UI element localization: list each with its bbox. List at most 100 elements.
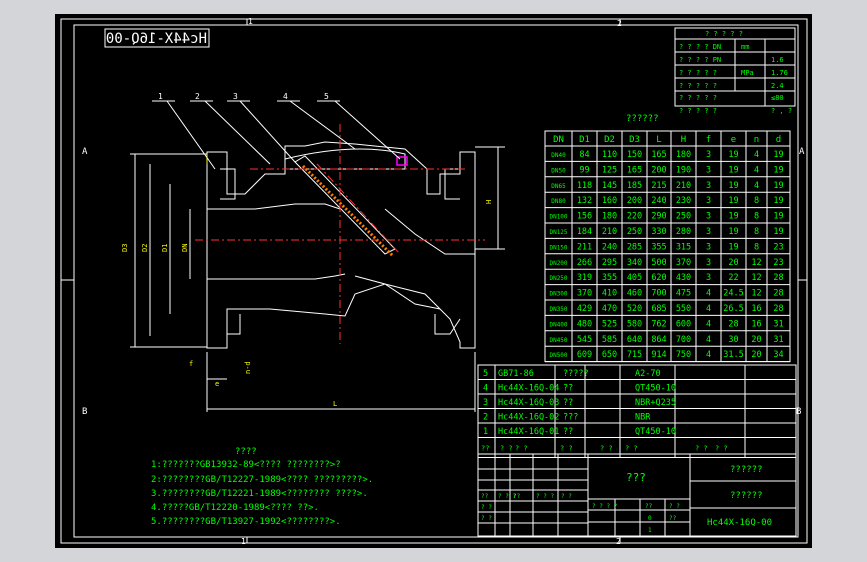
spec-row-4-label: ? ? ? ? ? [679,82,717,90]
dim-table-cell-10-7: 26.5 [723,304,743,314]
dim-e: e [215,380,219,388]
bom-cell-4-2: ?? [563,427,573,437]
dim-table-cell-7-7: 20 [728,258,738,268]
zone-left-b: B [82,407,87,417]
bom-header-7: ? ? [715,445,728,453]
technical-notes: ???? 1:???????GB13932-89<???? ????????>?… [151,447,373,527]
cad-viewport[interactable]: 1 2 1 2 A B A B Hc44X-16Q-00 [55,14,812,548]
dim-table-cell-8-5: 430 [676,273,691,283]
bom-cell-1-3: QT450-10 [635,384,676,394]
dim-table-cell-13-2: 650 [602,350,617,360]
dim-table-cell-9-9: 28 [773,289,783,299]
valve-lower-flange-outlet [434,314,461,335]
centerlines [195,124,485,344]
bom-cell-2-2: ?? [563,398,573,408]
spec-row-2-value: 1.6 [771,56,784,64]
dim-table-cell-11-4: 762 [651,319,666,329]
dim-table-cell-6-2: 240 [602,242,617,252]
zone-bottom-1: 1 [241,537,246,546]
dim-table-cell-1-9: 19 [773,165,783,175]
tb-label-5: ? ? ? [498,493,516,500]
dim-table-cell-6-9: 23 [773,242,783,252]
dim-table-cell-10-4: 685 [651,304,666,314]
dim-table-cell-10-3: 520 [627,304,642,314]
spec-row-5-value: ≤80 [771,94,784,102]
dim-table-cell-11-0: DN400 [549,321,567,328]
dim-table-cell-4-6: 3 [706,212,711,222]
dim-table-cell-8-1: 319 [577,273,592,283]
tb-label-8: ? ? [561,493,572,500]
dim-table-header-0: DN [553,135,564,145]
spec-table: ? ? ? ? ? ? ? ? ? DN mm ? ? ? ? PN 1.6 ?… [674,27,796,115]
note-2: 2:????????GB/T12227-1989<???? ?????????>… [151,475,373,485]
dim-table-cell-3-4: 240 [651,196,666,206]
tb-value-1: 0 [648,515,652,522]
balloon-5: 5 [324,92,329,101]
tb-label-1: ? ? ? ? [592,503,618,510]
dim-table-cell-13-7: 31.5 [723,350,743,360]
bom-cell-0-3: A2-70 [635,369,661,379]
spec-row-3-label: ? ? ? ? ? [679,69,717,77]
bom-cell-3-3: NBR [635,413,651,423]
dim-table-cell-0-5: 180 [676,150,691,160]
dim-table-cell-1-5: 190 [676,165,691,175]
dim-table-cell-5-3: 250 [627,227,642,237]
dim-table-cell-5-8: 8 [754,227,759,237]
bom-cell-4-1: Hc44X-16Q-01 [498,427,559,437]
spec-row-3-value: 1.76 [771,69,788,77]
dim-table-cell-4-4: 290 [651,212,666,222]
dim-table-cell-11-8: 16 [751,319,761,329]
dim-table-cell-12-4: 864 [651,335,666,345]
dim-table-cell-4-8: 8 [754,212,759,222]
zone-top-2: 2 [617,19,622,28]
bom-header-1: ? ? [500,445,513,453]
dim-table-cell-11-7: 28 [728,319,738,329]
dim-table-cell-11-5: 600 [676,319,691,329]
dim-table-cell-12-7: 30 [728,335,738,345]
dim-table-cell-6-8: 8 [754,242,759,252]
spec-header: ? ? ? ? ? [705,30,743,38]
dim-n-d: n-d [244,361,252,374]
dim-table-cell-8-6: 3 [706,273,711,283]
valve-disc [294,155,396,255]
dim-table-cell-12-5: 700 [676,335,691,345]
outer-frame [60,18,808,544]
dim-table-header-9: d [776,135,781,145]
dim-table-cell-11-6: 4 [706,319,711,329]
tb-label-3: ? ? [669,503,680,510]
dim-table-cell-7-5: 370 [676,258,691,268]
balloon-1: 1 [158,92,163,101]
dim-table-cell-3-1: 132 [577,196,592,206]
dim-table-cell-8-0: DN250 [549,275,567,282]
dim-table-cell-0-6: 3 [706,150,711,160]
zone-right-b: B [796,407,801,417]
tb-label-4: ?? [481,493,489,500]
dim-table-cell-10-9: 28 [773,304,783,314]
dim-table-cell-2-4: 215 [651,181,666,191]
dim-table-cell-11-9: 31 [773,319,783,329]
valve-outlet-lower [354,275,441,310]
bom-header-4: ? ? [600,445,613,453]
bom-header-2: ? ? [515,445,528,453]
dim-table-cell-12-3: 640 [627,335,642,345]
dim-table-cell-0-8: 4 [754,150,759,160]
zone-left-a: A [82,147,88,157]
bom-cell-2-3: NBR+Q235 [635,398,676,408]
dim-table-cell-0-2: 110 [602,150,617,160]
dim-table-cell-3-9: 19 [773,196,783,206]
dim-table-title: ?????? [626,114,659,124]
notes-title: ???? [235,447,257,457]
part-balloons: 1 2 3 4 5 [152,92,401,170]
dim-d2: D2 [141,244,149,252]
bom-cell-2-0: 3 [483,398,488,408]
tb-label-6: ?? [513,493,521,500]
dim-table-cell-9-6: 4 [706,289,711,299]
dim-table-cell-4-1: 156 [577,212,592,222]
dim-table-cell-7-0: DN200 [549,260,567,267]
dim-table-header-5: H [681,135,686,145]
valve-outlet-upper [384,208,475,255]
bom-header-6: ? ? [695,445,708,453]
dim-table-cell-10-6: 4 [706,304,711,314]
dim-table-header-7: e [731,135,736,145]
